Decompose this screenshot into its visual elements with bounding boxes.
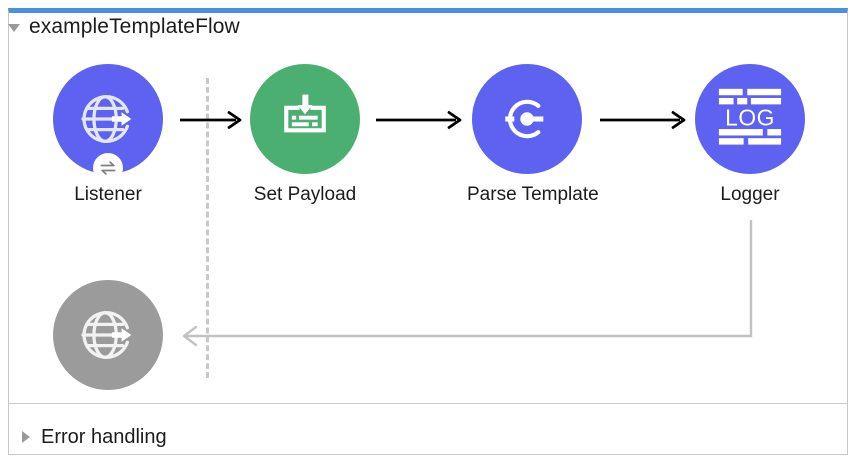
node-response-circle[interactable] xyxy=(53,280,163,390)
node-parse-template-label: Parse Template xyxy=(467,184,599,205)
node-listener-circle[interactable] xyxy=(53,64,163,183)
log-icon: LOG xyxy=(718,88,782,145)
parse-template-icon xyxy=(505,99,544,139)
node-logger-circle[interactable]: LOG xyxy=(695,64,805,174)
error-handling-header[interactable]: Error handling xyxy=(22,424,167,450)
node-logger-label: Logger xyxy=(720,184,780,205)
flow-title: exampleTemplateFlow xyxy=(29,15,240,38)
exchange-arrows-icon xyxy=(93,153,123,183)
node-parse-template[interactable]: Parse Template xyxy=(467,64,599,206)
error-handling-separator xyxy=(9,403,847,404)
node-set-payload-circle[interactable] xyxy=(250,64,360,174)
globe-arrow-icon xyxy=(81,95,132,143)
connector-listener-to-set-payload xyxy=(180,111,244,129)
error-handling-title: Error handling xyxy=(41,425,167,448)
node-response[interactable] xyxy=(48,280,168,400)
flow-header[interactable]: exampleTemplateFlow xyxy=(8,14,240,40)
node-listener-label: Listener xyxy=(74,184,142,205)
node-set-payload[interactable]: Set Payload xyxy=(245,64,365,206)
globe-arrow-icon xyxy=(81,311,132,359)
node-set-payload-label: Set Payload xyxy=(253,184,357,205)
svg-text:LOG: LOG xyxy=(725,104,775,130)
connector-set-payload-to-parse-template xyxy=(376,111,464,129)
connector-parse-template-to-logger xyxy=(600,111,688,129)
set-payload-icon xyxy=(284,94,326,133)
node-parse-template-circle[interactable] xyxy=(472,64,582,174)
triangle-right-icon[interactable] xyxy=(22,431,30,443)
node-logger[interactable]: LOG Logger xyxy=(690,64,810,206)
triangle-down-icon[interactable] xyxy=(8,24,20,32)
node-listener[interactable]: Listener xyxy=(48,64,168,206)
